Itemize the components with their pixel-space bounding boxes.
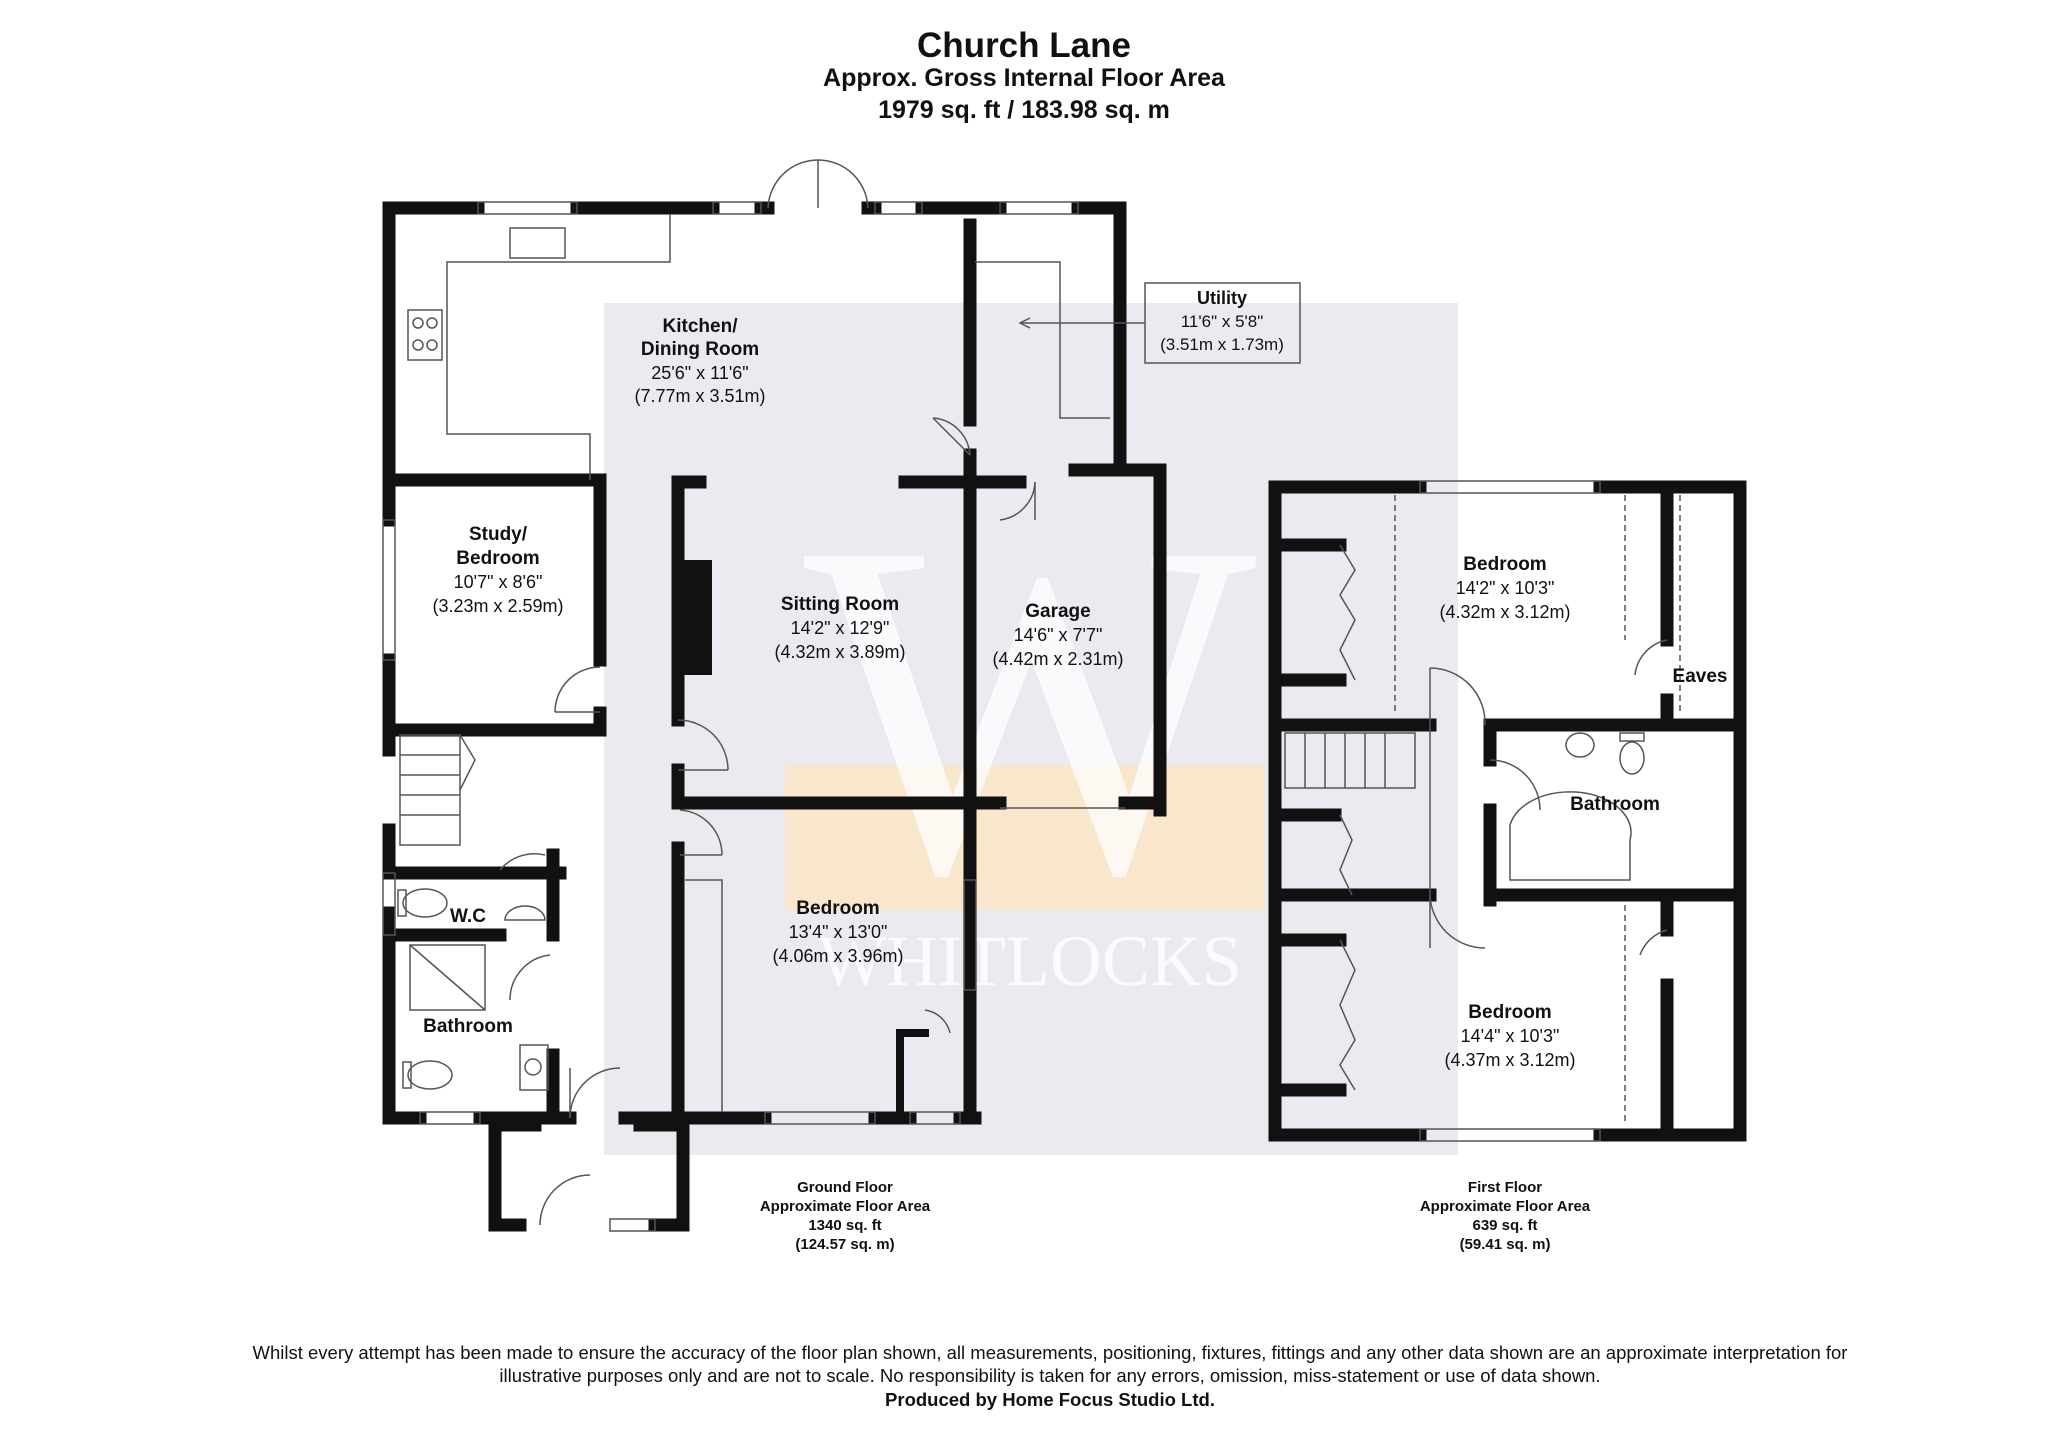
first-floor-sqm: (59.41 sq. m)	[1459, 1236, 1551, 1253]
plan-subtitle: Approx. Gross Internal Floor Area	[823, 64, 1225, 92]
ground-floor-details	[382, 159, 1301, 1232]
watermark-letter: W	[803, 442, 1261, 974]
study-name-1: Study/	[469, 524, 528, 545]
study-name-2: Bedroom	[456, 548, 539, 569]
watermark-accent	[785, 765, 1265, 910]
kitchen-name-1: Kitchen/	[663, 316, 739, 337]
bedroom-ground-name: Bedroom	[796, 898, 879, 919]
first-floor-walls	[1268, 480, 1747, 1142]
sitting-size-metric: (4.32m x 3.89m)	[774, 642, 905, 662]
kitchen-size-metric: (7.77m x 3.51m)	[634, 386, 765, 406]
first-floor-details	[1284, 480, 1681, 1142]
first-floor-name: First Floor	[1467, 1179, 1543, 1196]
room-labels: Kitchen/ Dining Room 25'6" x 11'6" (7.77…	[423, 288, 1727, 1070]
kitchen-size-imperial: 25'6" x 11'6"	[651, 363, 748, 383]
ground-floor-sqm: (124.57 sq. m)	[795, 1236, 895, 1253]
utility-size-metric: (3.51m x 1.73m)	[1160, 335, 1284, 354]
bedroom-first-1-size-imperial: 14'2" x 10'3"	[1456, 578, 1555, 598]
wc-name: W.C	[450, 906, 486, 927]
bathroom-ground-name: Bathroom	[423, 1016, 513, 1037]
sitting-name: Sitting Room	[781, 594, 899, 615]
producer-credit: Produced by Home Focus Studio Ltd.	[885, 1389, 1215, 1410]
utility-name: Utility	[1197, 288, 1247, 308]
first-floor-label: Approximate Floor Area	[1419, 1198, 1591, 1215]
bedroom-first-2-size-imperial: 14'4" x 10'3"	[1461, 1026, 1560, 1046]
kitchen-name-2: Dining Room	[641, 339, 759, 360]
study-size-metric: (3.23m x 2.59m)	[432, 596, 563, 616]
plan-total-area: 1979 sq. ft / 183.98 sq. m	[878, 96, 1170, 124]
eaves-name: Eaves	[1673, 666, 1728, 687]
bedroom-ground-size-metric: (4.06m x 3.96m)	[772, 946, 903, 966]
garage-size-metric: (4.42m x 2.31m)	[992, 649, 1123, 669]
disclaimer-line-2: illustrative purposes only and are not t…	[499, 1365, 1601, 1386]
bedroom-first-2-size-metric: (4.37m x 3.12m)	[1444, 1050, 1575, 1070]
bedroom-first-2-name: Bedroom	[1468, 1002, 1551, 1023]
bathroom-first-name: Bathroom	[1570, 794, 1660, 815]
utility-size-imperial: 11'6" x 5'8"	[1181, 312, 1264, 331]
bedroom-first-1-name: Bedroom	[1463, 554, 1546, 575]
sitting-size-imperial: 14'2" x 12'9"	[791, 618, 890, 638]
plan-title: Church Lane	[917, 26, 1131, 65]
first-floor-sqft: 639 sq. ft	[1472, 1217, 1538, 1234]
watermark: W WHITLOCKS	[604, 303, 1458, 1155]
ground-floor-sqft: 1340 sq. ft	[808, 1217, 882, 1234]
ground-floor-summary: Ground Floor Approximate Floor Area 1340…	[715, 1178, 975, 1254]
ground-floor-walls	[382, 201, 1167, 1232]
first-floor-summary: First Floor Approximate Floor Area 639 s…	[1375, 1178, 1635, 1254]
ground-floor-name: Ground Floor	[797, 1179, 893, 1196]
ground-floor-label: Approximate Floor Area	[759, 1198, 931, 1215]
garage-name: Garage	[1025, 601, 1090, 622]
bedroom-ground-size-imperial: 13'4" x 13'0"	[789, 922, 888, 942]
study-size-imperial: 10'7" x 8'6"	[454, 572, 543, 592]
bedroom-first-1-size-metric: (4.32m x 3.12m)	[1439, 602, 1570, 622]
garage-size-imperial: 14'6" x 7'7"	[1014, 625, 1103, 645]
watermark-brand: WHITLOCKS	[818, 921, 1242, 1001]
disclaimer-line-1: Whilst every attempt has been made to en…	[252, 1342, 1848, 1363]
